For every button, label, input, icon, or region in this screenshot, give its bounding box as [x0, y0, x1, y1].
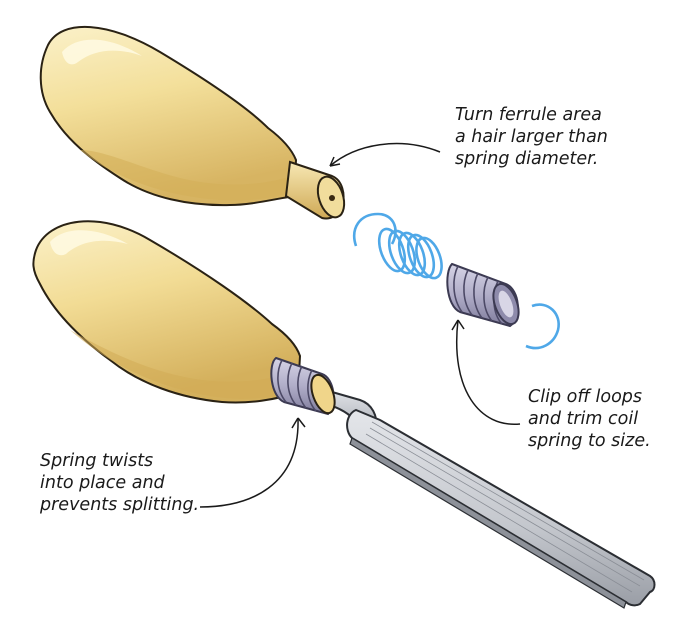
- file-body: [346, 408, 656, 607]
- spring-caption: Spring twists into place and prevents sp…: [40, 450, 199, 516]
- installed-coil-turns: [277, 359, 317, 412]
- spring-caption-line-3: prevents splitting.: [40, 495, 200, 515]
- coil-turns: [453, 265, 503, 325]
- ferrule-caption-line-1: Turn ferrule area: [455, 105, 602, 125]
- ferrule-pilot-hole: [329, 195, 335, 201]
- handle-ferrule-face: [310, 373, 336, 415]
- spring-arrowhead: [291, 417, 306, 429]
- bottom-handle-highlight: [50, 230, 128, 256]
- clipped-loop: [525, 303, 560, 350]
- ferrule-arrowhead: [329, 156, 341, 167]
- spring-caption-line-2: into place and: [40, 473, 165, 493]
- clip-arrowhead: [451, 319, 465, 331]
- ferrule-caption: Turn ferrule area a hair larger than spr…: [455, 104, 608, 170]
- clip-caption-line-3: spring to size.: [528, 431, 651, 451]
- clip-caption-line-2: and trim coil: [528, 409, 639, 429]
- top-handle-highlight: [62, 39, 142, 65]
- spring-leader: [199, 417, 299, 508]
- clip-caption-line-1: Clip off loops: [528, 387, 643, 407]
- bottom-handle: [32, 220, 336, 416]
- spring-coil-5: [415, 236, 443, 280]
- top-handle: [39, 26, 346, 220]
- spring-coil-2: [387, 229, 417, 275]
- spring-coil-1: [377, 227, 407, 273]
- bottom-handle-shading: [70, 330, 298, 399]
- file-edge: [349, 437, 627, 609]
- ferrule-caption-line-2: a hair larger than: [455, 127, 608, 147]
- clip-caption: Clip off loops and trim coil spring to s…: [528, 386, 651, 452]
- clip-leader: [456, 319, 521, 425]
- spring-caption-line-1: Spring twists: [40, 451, 154, 471]
- top-handle-shading: [80, 150, 294, 201]
- ferrule-caption-line-3: spring diameter.: [455, 149, 599, 169]
- coil-opening-inner: [498, 290, 514, 318]
- leader-arrows: [199, 142, 521, 508]
- file-teeth: [365, 421, 645, 593]
- trimmed-coil: [446, 262, 520, 328]
- ferrule-leader: [329, 142, 441, 167]
- loose-spring: [353, 212, 443, 280]
